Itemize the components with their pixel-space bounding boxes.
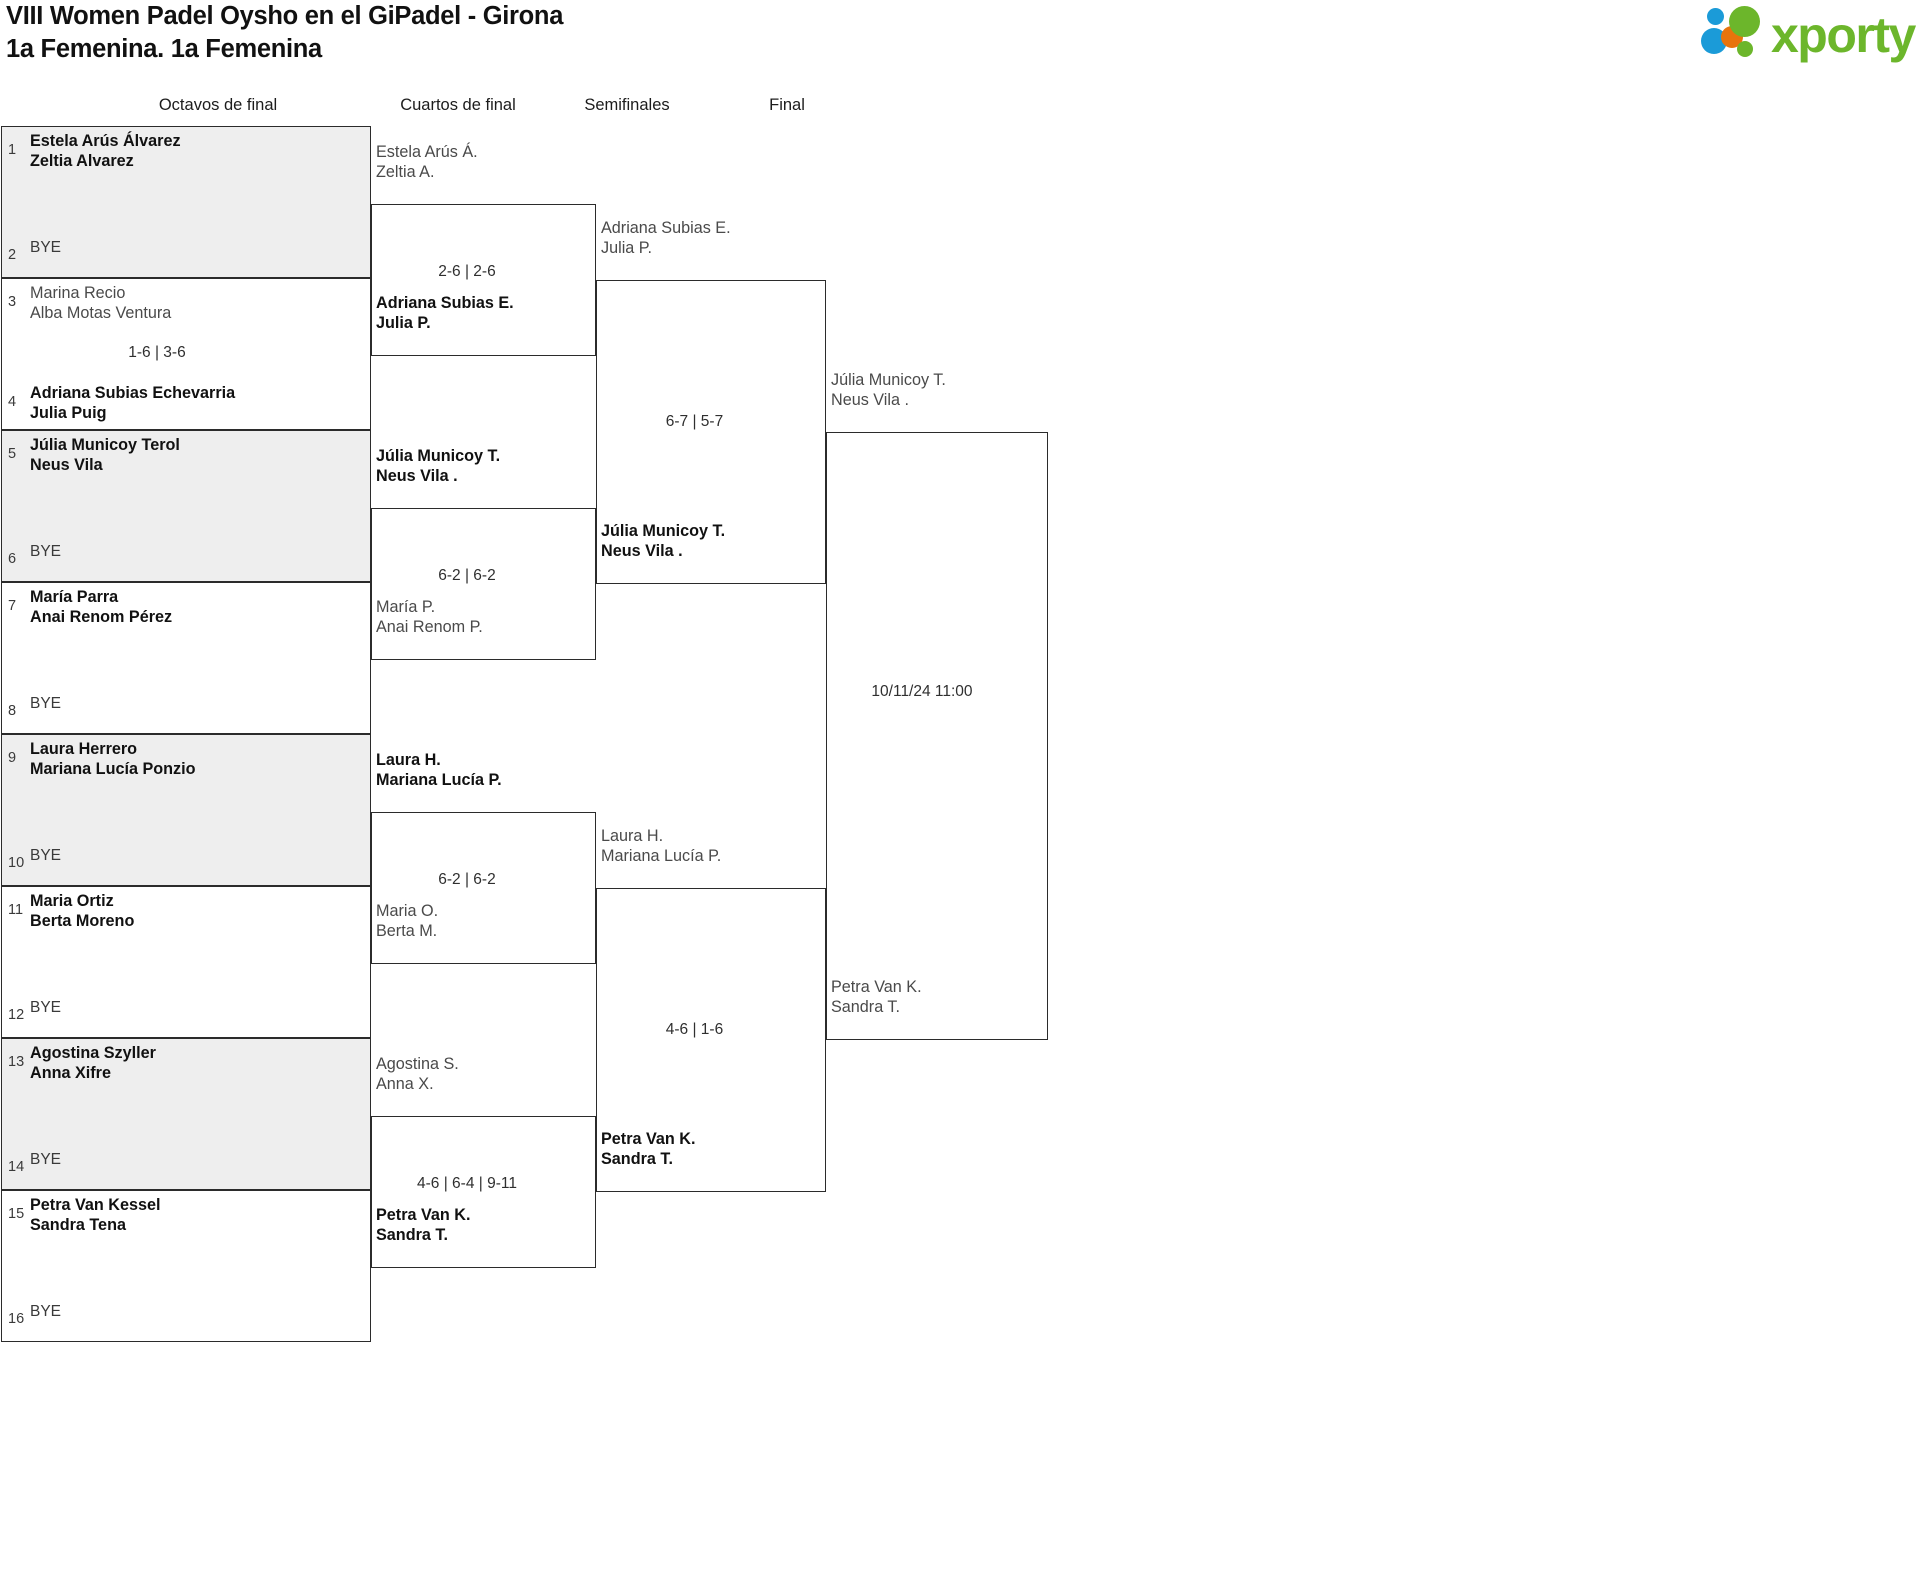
team-names: Adriana Subias Echevarria Julia Puig [30,384,236,422]
qf-connector-4: 4-6 | 6-4 | 9-11 [371,1116,596,1268]
team-names: Laura Herrero Mariana Lucía Ponzio [30,740,196,778]
team-names: BYE [30,543,62,560]
sf-team-2-top: Laura H. Mariana Lucía P. [601,827,722,865]
qf-connector-2: 6-2 | 6-2 [371,508,596,660]
qf-team-2-top: Júlia Municoy T. Neus Vila . [376,447,501,485]
team-names: BYE [30,695,62,712]
sf-team-1-top: Adriana Subias E. Julia P. [601,219,731,257]
seed-number: 13 [8,1054,25,1070]
seed-number: 2 [8,247,17,263]
seed-number: 4 [8,394,17,410]
round-header-octavos: Octavos de final [158,96,278,114]
seed-number: 3 [8,294,17,310]
qf-connector-3: 6-2 | 6-2 [371,812,596,964]
sf-score-2: 4-6 | 1-6 [665,1021,724,1038]
r1-match-2[interactable]: 3 Marina Recio Alba Motas Ventura 1-6 | … [1,278,371,430]
r1-match-6[interactable]: 11 Maria Ortiz Berta Moreno 12 BYE [1,886,371,1038]
logo-dots-icon [1699,6,1769,64]
seed-number: 11 [8,902,24,918]
r1-match-4[interactable]: 7 María Parra Anai Renom Pérez 8 BYE [1,582,371,734]
seed-number: 8 [8,703,17,719]
qf-team-1-top: Estela Arús Á. Zeltia A. [376,143,478,181]
round-header-final: Final [769,96,805,114]
qf-team-3-top: Laura H. Mariana Lucía P. [376,751,502,789]
team-names: Agostina Szyller Anna Xifre [30,1044,156,1082]
team-names: Petra Van Kessel Sandra Tena [30,1196,161,1234]
qf-team-4-bottom: Petra Van K. Sandra T. [376,1206,471,1244]
team-names: BYE [30,239,62,256]
round-header-semifinales: Semifinales [584,96,670,114]
sf-score-1: 6-7 | 5-7 [665,413,724,430]
team-names: Júlia Municoy Terol Neus Vila [30,436,180,474]
xporty-logo[interactable]: xporty [1699,6,1916,64]
final-team-bottom: Petra Van K. Sandra T. [831,978,922,1016]
round-header-cuartos: Cuartos de final [400,96,516,114]
qf-score-3: 6-2 | 6-2 [438,871,496,888]
team-names: Estela Arús Álvarez Zeltia Alvarez [30,132,181,170]
team-names: Marina Recio Alba Motas Ventura [30,284,172,322]
seed-number: 7 [8,598,17,614]
sf-team-2-bottom: Petra Van K. Sandra T. [601,1130,696,1168]
team-names: BYE [30,1151,62,1168]
qf-score-2: 6-2 | 6-2 [438,567,496,584]
seed-number: 16 [8,1311,25,1327]
seed-number: 12 [8,1007,25,1023]
seed-number: 5 [8,446,17,462]
team-names: BYE [30,1303,62,1320]
qf-team-2-bottom: María P. Anai Renom P. [376,598,483,636]
title-line-1: VIII Women Padel Oysho en el GiPadel - G… [6,2,564,30]
r1-match-8[interactable]: 15 Petra Van Kessel Sandra Tena 16 BYE [1,1190,371,1342]
final-connector: 10/11/24 11:00 [826,432,1048,1040]
tournament-title: VIII Women Padel Oysho en el GiPadel - G… [6,0,563,66]
seed-number: 9 [8,750,17,766]
qf-team-1-bottom: Adriana Subias E. Julia P. [376,294,514,332]
logo-wordmark: xporty [1771,7,1916,63]
qf-team-3-bottom: Maria O. Berta M. [376,902,439,940]
sf-connector-2: 4-6 | 1-6 [596,888,826,1192]
r1-score-2: 1-6 | 3-6 [128,344,186,361]
qf-score-4: 4-6 | 6-4 | 9-11 [417,1175,517,1192]
seed-number: 10 [8,855,25,871]
seed-number: 14 [8,1159,25,1175]
final-team-top: Júlia Municoy T. Neus Vila . [831,371,946,409]
seed-number: 15 [8,1206,25,1222]
sf-connector-1: 6-7 | 5-7 [596,280,826,584]
final-datetime: 10/11/24 11:00 [871,683,973,700]
team-names: Maria Ortiz Berta Moreno [30,892,135,930]
r1-match-3[interactable]: 5 Júlia Municoy Terol Neus Vila 6 BYE [1,430,371,582]
team-names: BYE [30,847,62,864]
seed-number: 6 [8,551,17,567]
qf-team-4-top: Agostina S. Anna X. [376,1055,459,1093]
title-line-2: 1a Femenina. 1a Femenina [6,35,322,63]
team-names: BYE [30,999,62,1016]
qf-score-1: 2-6 | 2-6 [438,263,496,280]
r1-match-1[interactable]: 1 Estela Arús Álvarez Zeltia Alvarez 2 B… [1,126,371,278]
qf-connector-1: 2-6 | 2-6 [371,204,596,356]
r1-match-5[interactable]: 9 Laura Herrero Mariana Lucía Ponzio 10 … [1,734,371,886]
team-names: María Parra Anai Renom Pérez [30,588,173,626]
seed-number: 1 [8,142,17,158]
sf-team-1-bottom: Júlia Municoy T. Neus Vila . [601,522,726,560]
r1-match-7[interactable]: 13 Agostina Szyller Anna Xifre 14 BYE [1,1038,371,1190]
